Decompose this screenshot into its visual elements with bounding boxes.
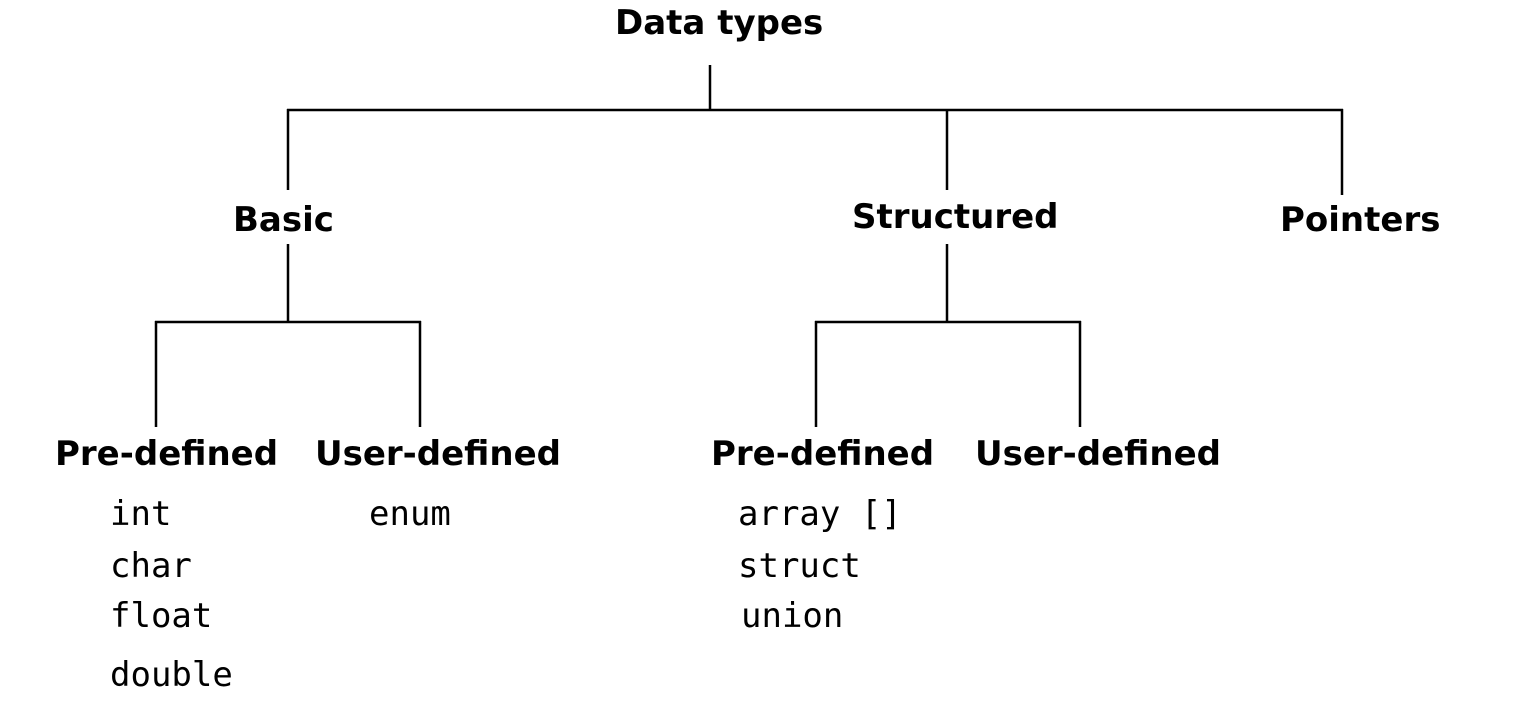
type-item: struct <box>738 546 861 586</box>
basic-label: Basic <box>233 200 334 240</box>
type-item: double <box>110 655 233 695</box>
structured-predefined-label: Pre-defined <box>711 434 935 474</box>
basic-userdefined-label: User-defined <box>315 434 561 474</box>
root-label: Data types <box>615 3 824 43</box>
type-item: float <box>110 596 213 636</box>
structured-label: Structured <box>852 197 1059 237</box>
basic-predefined-label: Pre-defined <box>55 434 279 474</box>
type-item: int <box>110 494 172 534</box>
type-item: array [] <box>738 494 902 534</box>
type-item: char <box>110 546 192 586</box>
type-item: union <box>741 596 844 636</box>
structured-userdefined-label: User-defined <box>975 434 1221 474</box>
pointers-label: Pointers <box>1280 200 1441 240</box>
type-item: enum <box>369 494 451 534</box>
